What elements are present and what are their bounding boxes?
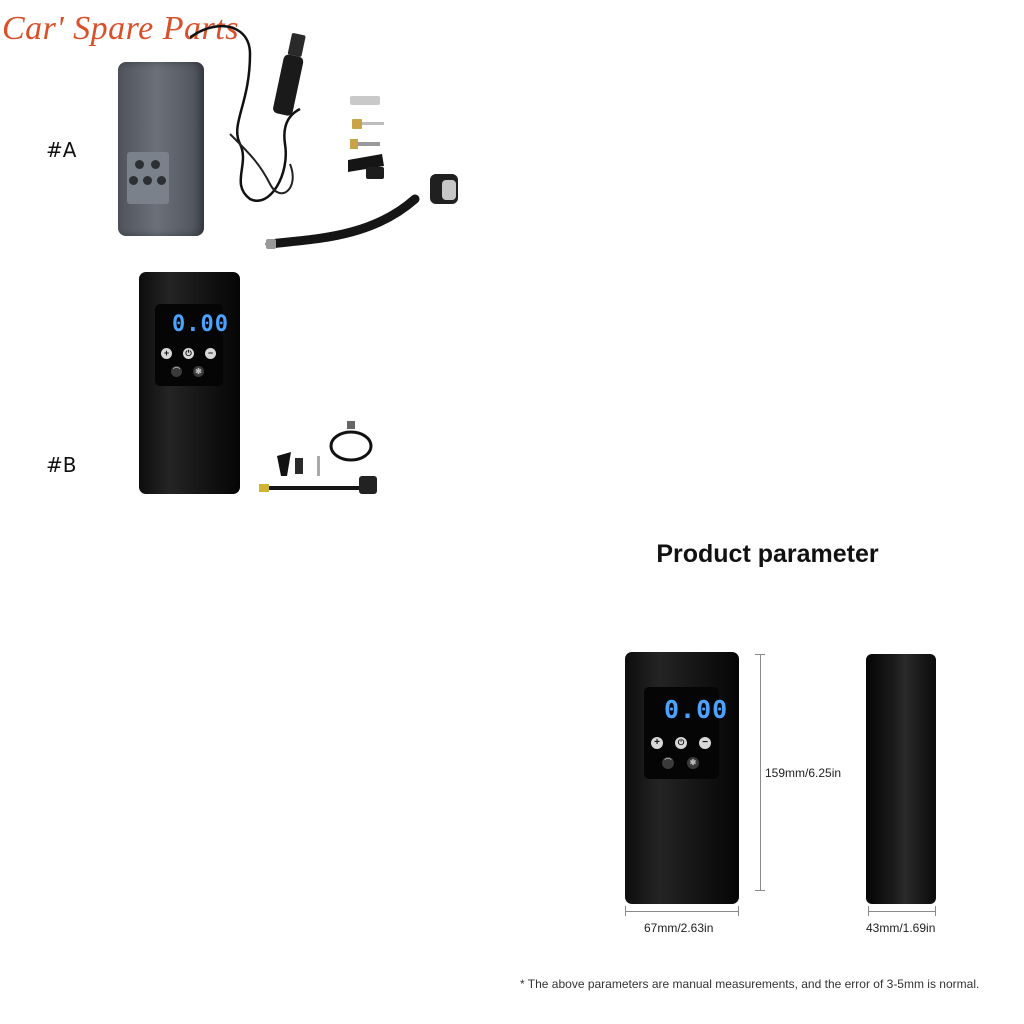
dimension-tick	[868, 906, 869, 916]
store-watermark: Car' Spare Parts	[2, 10, 239, 47]
dimension-tick	[625, 906, 626, 916]
lcd-display: 0.00 + ⏻ − ⌒ ✱	[644, 687, 727, 779]
measurement-footnote: * The above parameters are manual measur…	[520, 977, 980, 991]
panel-button-icon	[143, 176, 152, 185]
variant-a-pump-image	[118, 62, 204, 236]
lcd-reading: 0.00	[664, 695, 729, 724]
variant-a-accessories-image	[190, 24, 458, 249]
panel-button-icon	[151, 160, 160, 169]
height-label: 159mm/6.25in	[765, 766, 842, 780]
power-icon: ⏻	[675, 737, 687, 749]
minus-icon: −	[699, 737, 711, 749]
minus-icon: −	[205, 348, 216, 359]
variant-b-label: #B	[46, 453, 77, 477]
width-label: 67mm/2.63in	[644, 921, 714, 935]
plus-icon: +	[161, 348, 172, 359]
plus-icon: +	[651, 737, 663, 749]
dimension-tick	[755, 890, 765, 891]
mode-icon: ⌒	[171, 366, 182, 377]
side-view-pump-image	[866, 654, 936, 904]
light-icon: ✱	[687, 757, 699, 769]
mode-icon: ⌒	[662, 757, 674, 769]
variant-b-pump-image: 0.00 + ⏻ − ⌒ ✱	[139, 272, 240, 494]
panel-button-icon	[129, 176, 138, 185]
light-icon: ✱	[193, 366, 204, 377]
depth-label: 43mm/1.69in	[866, 921, 936, 935]
panel-button-icon	[135, 160, 144, 169]
variant-b-accessories-image	[259, 421, 377, 494]
depth-dimension-line	[868, 911, 936, 912]
front-view-pump-image: 0.00 + ⏻ − ⌒ ✱	[625, 652, 739, 904]
lcd-reading: 0.00	[172, 312, 229, 337]
dimension-tick	[755, 654, 765, 655]
variant-a-label: #A	[46, 138, 77, 162]
dimension-tick	[935, 906, 936, 916]
panel-button-icon	[157, 176, 166, 185]
width-dimension-line	[625, 911, 739, 912]
lcd-display: 0.00 + ⏻ − ⌒ ✱	[155, 304, 228, 386]
section-title: Product parameter	[656, 540, 879, 568]
pump-button-panel	[127, 152, 169, 204]
power-icon: ⏻	[183, 348, 194, 359]
dimension-tick	[738, 906, 739, 916]
height-dimension-line	[760, 654, 761, 890]
